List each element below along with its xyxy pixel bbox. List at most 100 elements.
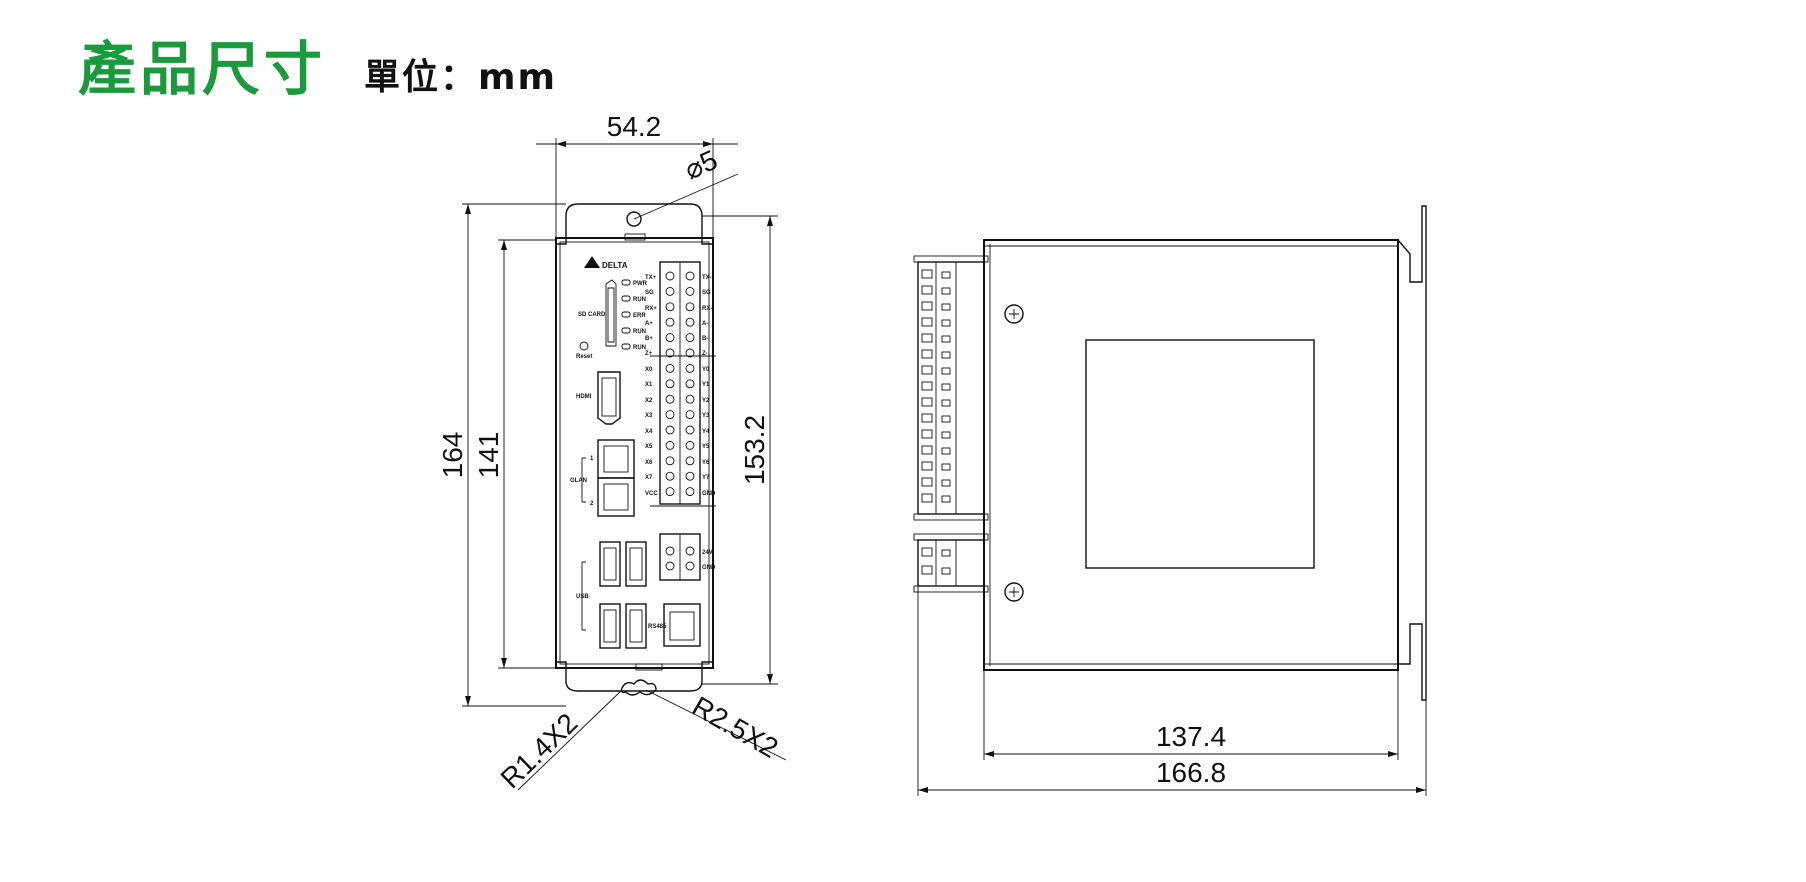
side-power-connector xyxy=(913,533,989,593)
terminal-label: X0 xyxy=(645,367,653,373)
connector-tooth xyxy=(921,317,933,327)
hole-dim-text: ⌀5 xyxy=(680,144,722,186)
terminal-label: 24V xyxy=(702,550,713,556)
led-label: ERR xyxy=(633,313,646,319)
terminal-pin-icon xyxy=(665,394,675,404)
connector-tooth xyxy=(921,381,933,391)
mount-hole xyxy=(626,211,642,227)
led-icon xyxy=(621,311,631,318)
terminal-label: TX- xyxy=(702,275,712,281)
connector-tooth xyxy=(941,271,951,279)
connector-tooth xyxy=(941,335,951,343)
depth-total-dim-text: 166.8 xyxy=(1156,757,1226,788)
mount-slot xyxy=(620,679,657,696)
connector-tooth xyxy=(941,567,951,575)
connector-tooth xyxy=(921,493,933,503)
terminal-pin-icon xyxy=(685,394,695,404)
delta-logo-icon xyxy=(584,256,600,268)
usb-port-icon xyxy=(625,541,647,587)
terminal-label: RX- xyxy=(702,306,712,312)
terminal-pin-icon xyxy=(685,271,695,281)
connector-tooth xyxy=(941,319,951,327)
front-body-inner xyxy=(559,241,710,665)
terminal-pin-icon xyxy=(685,379,695,389)
height-mount-dim-text: 153.2 xyxy=(739,415,770,485)
side-power-connector-cap xyxy=(913,585,989,593)
terminal-pin-icon xyxy=(665,379,675,389)
usb-port-icon xyxy=(599,603,621,649)
glan-bracket xyxy=(581,457,586,503)
connector-tooth xyxy=(921,547,933,557)
connector-tooth xyxy=(941,287,951,295)
side-body xyxy=(983,239,1399,671)
io-right-labels: TX- SG RX- A- B- Z- Y0 Y1 Y2 Y3 Y4 Y5 Y6… xyxy=(702,275,716,497)
connector-tooth xyxy=(941,463,951,471)
terminal-label: Y7 xyxy=(702,475,710,481)
side-io-teeth xyxy=(921,269,951,503)
connector-tooth xyxy=(941,415,951,423)
connector-tooth xyxy=(921,365,933,375)
led-icon xyxy=(621,343,631,350)
io-terminal-pins xyxy=(665,271,695,497)
led-icon xyxy=(621,327,631,334)
terminal-pin-icon xyxy=(665,317,675,327)
rs485-label: RS485 xyxy=(648,624,667,630)
terminal-label: VCC xyxy=(645,491,658,497)
depth-body-dim-text: 137.4 xyxy=(1156,721,1226,752)
hole-leader-line xyxy=(633,173,739,220)
usb-port-inner xyxy=(629,547,643,581)
led-label: PWR xyxy=(633,281,648,287)
connector-tooth xyxy=(941,447,951,455)
side-label-area xyxy=(1085,339,1315,569)
connector-tooth xyxy=(921,445,933,455)
connector-tooth xyxy=(921,301,933,311)
side-io-connector-cap xyxy=(913,513,989,521)
side-power-connector-cap xyxy=(913,533,989,541)
terminal-pin-icon xyxy=(685,487,695,497)
terminal-pin-icon xyxy=(665,363,675,373)
reset-label: Reset xyxy=(576,354,592,360)
width-dim-text: 54.2 xyxy=(607,111,662,142)
power-terminal-block: 24V GND xyxy=(659,533,716,581)
connector-tooth xyxy=(941,479,951,487)
usb-label: USB xyxy=(576,594,589,600)
terminal-label: X6 xyxy=(645,460,653,466)
terminal-pin-icon xyxy=(665,333,675,343)
terminal-pin-icon xyxy=(665,561,675,571)
side-io-connector-cap xyxy=(913,255,989,263)
page-title: 產品尺寸 xyxy=(78,35,327,103)
terminal-label: TX+ xyxy=(645,275,657,281)
terminal-label: X1 xyxy=(645,382,653,388)
rs485-port-icon xyxy=(663,603,701,647)
sd-card-label: SD CARD xyxy=(578,312,606,318)
terminal-pin-icon xyxy=(685,425,695,435)
front-view: DELTA SD CARD Reset PWR RUN ERR RUN RUN … xyxy=(437,111,787,794)
connector-tooth xyxy=(921,429,933,439)
connector-tooth xyxy=(941,367,951,375)
terminal-label: SG xyxy=(702,290,711,296)
terminal-pin-icon xyxy=(665,546,675,556)
connector-tooth xyxy=(921,565,933,575)
terminal-label: A- xyxy=(702,321,708,327)
connector-tooth xyxy=(941,549,951,557)
terminal-pin-icon xyxy=(665,487,675,497)
usb-port-inner xyxy=(629,609,643,643)
io-terminal-block: TX+ SG RX+ A+ B+ Z+ X0 X1 X2 X3 X4 X5 X6… xyxy=(645,261,716,507)
terminal-pin-icon xyxy=(665,456,675,466)
page-header: 產品尺寸 單位：mm xyxy=(78,22,557,106)
screw-icon xyxy=(1004,304,1024,324)
terminal-pin-icon xyxy=(685,456,695,466)
terminal-pin-icon xyxy=(665,425,675,435)
terminal-label: Y4 xyxy=(702,429,710,435)
glan-label: GLAN xyxy=(570,478,587,484)
front-bottom-tab xyxy=(635,663,663,671)
terminal-label: GND xyxy=(702,565,716,571)
hdmi-port-icon xyxy=(597,371,621,425)
terminal-label: Y3 xyxy=(702,413,710,419)
terminal-label: X7 xyxy=(645,475,653,481)
terminal-pin-icon xyxy=(685,348,695,358)
terminal-label: GND xyxy=(702,491,716,497)
terminal-pin-icon xyxy=(685,410,695,420)
din-rail-clip xyxy=(1397,205,1427,701)
